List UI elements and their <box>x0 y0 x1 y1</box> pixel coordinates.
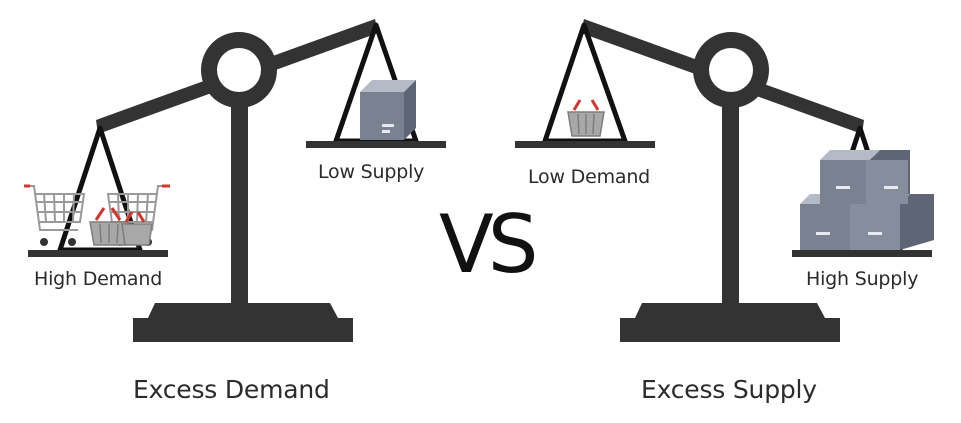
right-scale-base <box>620 303 840 342</box>
basket-icon <box>89 207 129 246</box>
vs-text: VS <box>439 198 538 291</box>
box-icon <box>360 80 416 140</box>
left-scale-left-plate <box>28 250 168 257</box>
left-scale-right-plate <box>306 141 446 148</box>
box-stack-icon <box>800 150 934 250</box>
low-demand-label: Low Demand <box>528 166 651 188</box>
left-scale-base <box>133 303 353 342</box>
low-supply-label: Low Supply <box>318 161 425 183</box>
left-scale <box>24 19 446 342</box>
right-scale-pillar <box>722 88 739 306</box>
high-demand-label: High Demand <box>34 268 163 290</box>
cart-icon <box>24 184 86 246</box>
right-scale <box>515 19 934 342</box>
excess-supply-caption: Excess Supply <box>641 375 817 404</box>
basket-icon <box>567 99 605 137</box>
right-scale-left-plate <box>515 141 655 148</box>
left-scale-pillar <box>231 88 248 306</box>
right-scale-right-plate <box>792 250 932 257</box>
excess-demand-caption: Excess Demand <box>133 375 330 404</box>
high-supply-label: High Supply <box>806 268 919 290</box>
basket-icon <box>121 211 153 246</box>
